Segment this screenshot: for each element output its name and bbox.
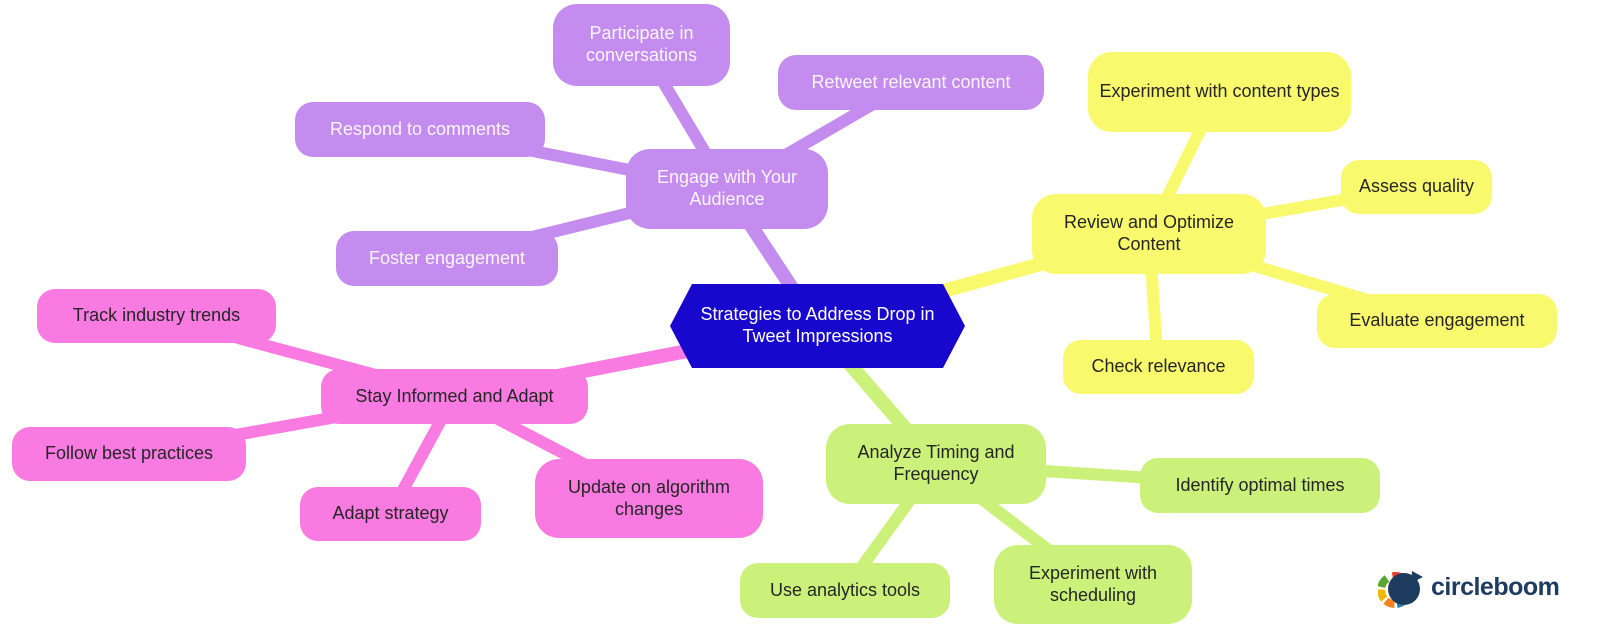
node-experiment-with-scheduling: Experiment with scheduling [994, 545, 1192, 624]
node-adapt-strategy: Adapt strategy [300, 487, 481, 541]
node-check-relevance: Check relevance [1063, 340, 1254, 394]
node-label: Stay Informed and Adapt [355, 385, 554, 406]
node-analyze-timing-and-frequency: Analyze Timing and Frequency [826, 424, 1046, 504]
node-follow-best-practices: Follow best practices [12, 427, 246, 481]
node-label: Respond to comments [329, 118, 511, 139]
node-engage-with-your-audience: Engage with Your Audience [626, 149, 828, 229]
center-topic-label: Strategies to Address Drop in Tweet Impr… [700, 304, 935, 346]
node-retweet-relevant-content: Retweet relevant content [778, 55, 1044, 110]
node-label: Assess quality [1358, 176, 1475, 197]
node-evaluate-engagement: Evaluate engagement [1317, 294, 1557, 348]
circleboom-bird-icon [1378, 571, 1423, 608]
node-label: Engage with Your Audience [656, 167, 798, 209]
node-label: Experiment with scheduling [1028, 562, 1158, 605]
node-center-topic: Strategies to Address Drop in Tweet Impr… [670, 284, 965, 368]
node-respond-to-comments: Respond to comments [295, 102, 545, 157]
node-foster-engagement: Foster engagement [336, 231, 558, 286]
node-stay-informed-and-adapt: Stay Informed and Adapt [321, 369, 588, 424]
node-use-analytics-tools: Use analytics tools [740, 563, 950, 618]
node-track-industry-trends: Track industry trends [37, 289, 276, 343]
circleboom-logo: circleboom [1378, 564, 1560, 610]
node-label: Experiment with content types [1099, 81, 1340, 102]
node-label: Follow best practices [44, 443, 214, 464]
node-label: Analyze Timing and Frequency [857, 442, 1015, 484]
node-label: Update on algorithm changes [567, 476, 731, 519]
node-label: Retweet relevant content [811, 71, 1011, 92]
node-identify-optimal-times: Identify optimal times [1140, 458, 1380, 513]
node-review-and-optimize-content: Review and Optimize Content [1032, 194, 1266, 274]
circleboom-logo-text: circleboom [1431, 572, 1560, 601]
node-label: Participate in conversations [585, 23, 698, 65]
node-label: Use analytics tools [769, 579, 921, 600]
node-label: Evaluate engagement [1349, 310, 1525, 331]
node-label: Identify optimal times [1175, 474, 1345, 495]
node-label: Adapt strategy [332, 503, 449, 524]
node-update-on-algorithm-changes: Update on algorithm changes [535, 459, 763, 538]
node-label: Review and Optimize Content [1063, 212, 1235, 254]
node-label: Check relevance [1091, 356, 1226, 377]
node-assess-quality: Assess quality [1341, 160, 1492, 214]
node-experiment-with-content-types: Experiment with content types [1088, 52, 1351, 132]
node-participate-in-conversations: Participate in conversations [553, 4, 730, 86]
node-label: Foster engagement [368, 247, 526, 268]
node-label: Track industry trends [72, 305, 241, 326]
